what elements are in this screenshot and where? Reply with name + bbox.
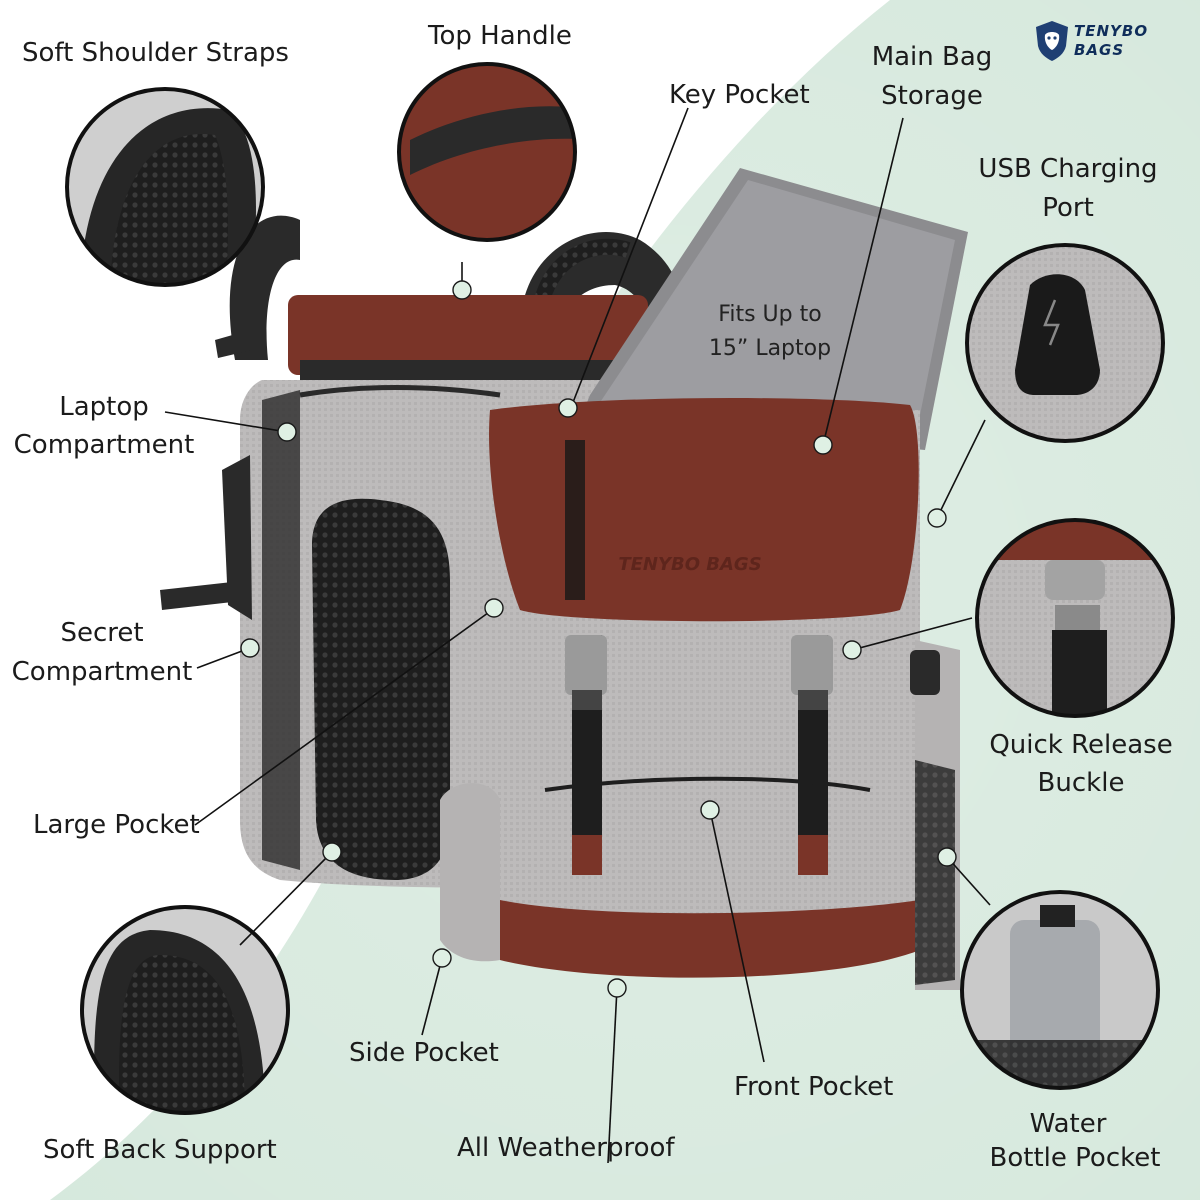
label-quick-release-buckle-2: Buckle (1037, 768, 1125, 798)
label-all-weatherproof: All Weatherproof (457, 1133, 675, 1163)
marker-buckle (842, 640, 862, 660)
laptop-fit-note: Fits Up to 15” Laptop (709, 298, 831, 366)
water-bottle-detail-circle (960, 890, 1160, 1090)
left-buckle-strap (565, 635, 607, 875)
label-laptop-compartment-1: Laptop (59, 392, 149, 422)
label-top-handle: Top Handle (428, 21, 572, 51)
marker-usb-port (927, 508, 947, 528)
shoulder-strap-detail-circle (65, 87, 265, 287)
front-backpack: TENYBO BAGS (440, 398, 960, 990)
label-large-pocket: Large Pocket (33, 810, 200, 840)
marker-secret-compartment (240, 638, 260, 658)
marker-water-bottle (937, 847, 957, 867)
label-usb-charging-port-1: USB Charging (978, 154, 1158, 184)
brand-logo: TENYBO BAGS (1034, 18, 1184, 68)
label-usb-charging-port-2: Port (1042, 193, 1094, 223)
label-quick-release-buckle-1: Quick Release (989, 730, 1173, 760)
label-side-pocket: Side Pocket (349, 1038, 499, 1068)
right-buckle-strap (791, 635, 833, 875)
marker-side-pocket (432, 948, 452, 968)
label-water-bottle-pocket-1: Water (1029, 1109, 1107, 1139)
feature-markers (240, 280, 957, 998)
logo-line2: BAGS (1074, 41, 1125, 59)
logo-line1: TENYBO (1074, 22, 1149, 40)
label-secret-compartment-2: Compartment (11, 657, 193, 687)
shield-icon (1036, 21, 1068, 61)
leader-lines (164, 107, 991, 1164)
marker-weatherproof (607, 978, 627, 998)
marker-main-storage (813, 435, 833, 455)
label-front-pocket: Front Pocket (734, 1072, 894, 1102)
laptop-fit-line1: Fits Up to (718, 302, 822, 327)
embossed-logo-text: TENYBO BAGS (618, 554, 761, 575)
back-support-detail-circle (80, 905, 290, 1115)
label-water-bottle-pocket-2: Bottle Pocket (989, 1143, 1161, 1173)
label-soft-shoulder-straps: Soft Shoulder Straps (22, 38, 289, 68)
label-main-bag-storage-2: Storage (881, 81, 983, 111)
marker-back-support (322, 842, 342, 862)
laptop (580, 168, 968, 450)
label-soft-back-support: Soft Back Support (43, 1135, 277, 1165)
marker-large-pocket (484, 598, 504, 618)
laptop-fit-line2: 15” Laptop (708, 336, 832, 361)
marker-front-pocket (700, 800, 720, 820)
label-secret-compartment-1: Secret (60, 618, 144, 648)
marker-laptop-compartment (277, 422, 297, 442)
marker-key-pocket (558, 398, 578, 418)
label-key-pocket: Key Pocket (669, 80, 810, 110)
usb-port-detail-circle (965, 243, 1165, 443)
label-laptop-compartment-2: Compartment (13, 430, 195, 460)
label-main-bag-storage-1: Main Bag (871, 42, 993, 72)
marker-top-handle (452, 280, 472, 300)
